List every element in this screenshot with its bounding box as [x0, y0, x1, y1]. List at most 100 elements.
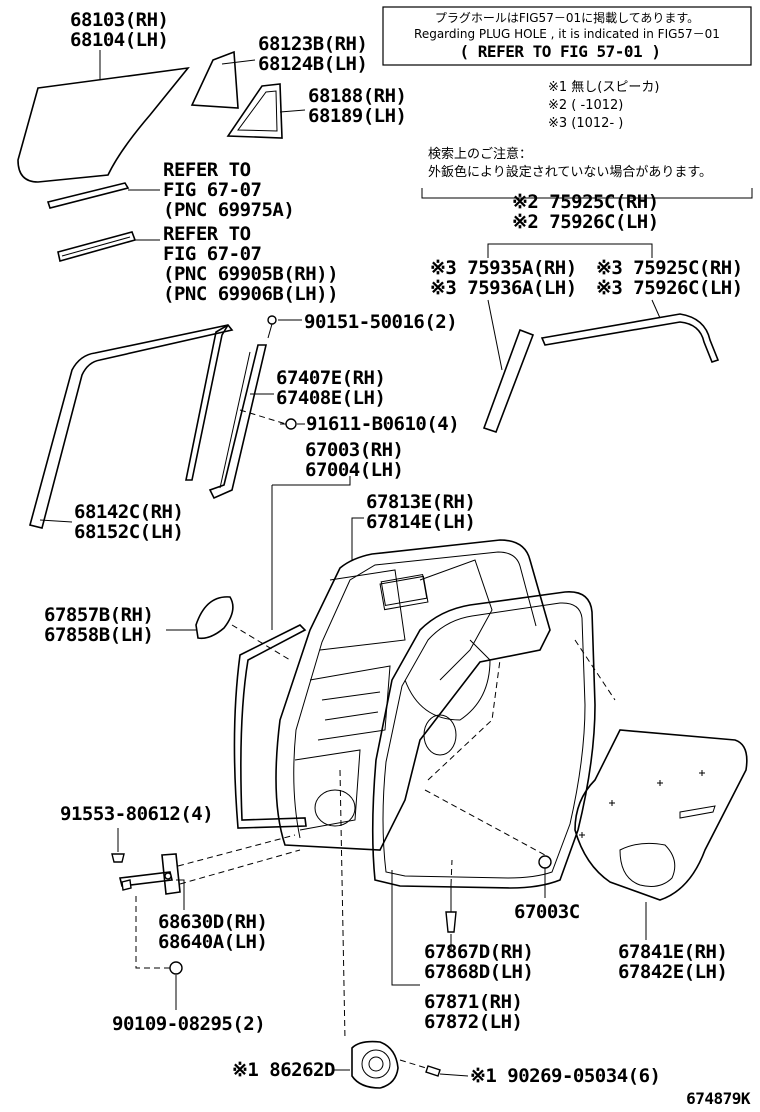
label-67004: 67004(LH): [305, 459, 403, 481]
footnote-1: ※1 無し(スピーカ): [548, 80, 659, 95]
label-ref1-a: REFER TO: [163, 159, 251, 181]
footnote-2: ※2 ( -1012): [548, 98, 623, 113]
label-68189: 68189(LH): [308, 105, 406, 127]
notice-line-2: Regarding PLUG HOLE , it is indicated in…: [414, 27, 720, 41]
label-68123b: 68123B(RH): [258, 33, 367, 55]
leader-67813e: [351, 517, 364, 560]
label-ref1-c: (PNC 69975A): [163, 199, 294, 221]
notice-line-3: ( REFER TO FIG 57-01 ): [460, 42, 661, 61]
dash-hole-cover: [231, 624, 291, 661]
search-note-line-2: 外鈑色により設定されていない場合があります。: [428, 164, 712, 180]
pillar-garnish: [482, 328, 535, 434]
label-67858b: 67858B(LH): [44, 624, 153, 646]
label-68104: 68104(LH): [70, 29, 168, 51]
leader-90269: [439, 1073, 469, 1077]
notice-box: [382, 6, 752, 66]
label-91611: 91611-B0610(4): [306, 413, 459, 435]
label-67003c: 67003C: [514, 901, 580, 923]
label-ref1-b: FIG 67-07: [163, 179, 262, 201]
leader-68142c: [39, 519, 73, 523]
speaker-86262d: [351, 1040, 399, 1089]
leader-68123b: [221, 59, 256, 65]
dash-check-3: [135, 896, 170, 969]
label-67857b: 67857B(RH): [44, 604, 153, 626]
label-91553: 91553-80612(4): [60, 803, 213, 825]
figure-id: 674879K: [686, 1089, 751, 1108]
leader-68188: [279, 109, 306, 113]
dash-67867: [450, 859, 453, 886]
belt-moulding-outer: [46, 182, 130, 209]
label-68188: 68188(RH): [308, 85, 406, 107]
label-75925c-r: ※3 75925C(RH): [596, 257, 743, 279]
door-check: [119, 853, 181, 895]
bracket-75925c-top: [421, 188, 753, 199]
label-75925c-top: ※2 75925C(RH): [512, 191, 659, 213]
leader-67871: [391, 870, 420, 986]
label-ref2-b: FIG 67-07: [163, 243, 262, 265]
rear-lower-sash-channel: [208, 344, 268, 500]
label-ref2-a: REFER TO: [163, 223, 251, 245]
label-67842e: 67842E(LH): [618, 961, 727, 983]
dash-67003c: [424, 789, 546, 856]
leader-68630d: [176, 879, 185, 910]
label-67813e: 67813E(RH): [366, 491, 475, 513]
label-75926c-r: ※3 75926C(LH): [596, 277, 743, 299]
label-67003: 67003(RH): [305, 439, 403, 461]
notice-line-1: プラグホールはFIG57－01に掲載してあります。: [435, 10, 699, 25]
footnote-3: ※3 (1012- ): [548, 116, 623, 131]
label-68152c: 68152C(LH): [74, 521, 183, 543]
label-67872: 67872(LH): [424, 1011, 522, 1033]
label-68640a: 68640A(LH): [158, 931, 267, 953]
bolt-91611: [280, 418, 297, 430]
label-67867d: 67867D(RH): [424, 941, 533, 963]
bolt-91553: [111, 853, 125, 863]
label-75936a: ※3 75936A(LH): [430, 277, 577, 299]
dash-check-2: [179, 849, 301, 885]
bolt-90109: [169, 961, 183, 975]
screw-90151: [267, 315, 277, 339]
frame-moulding: [540, 313, 720, 363]
label-68630d: 68630D(RH): [158, 911, 267, 933]
label-67407e: 67407E(RH): [276, 367, 385, 389]
label-67841e: 67841E(RH): [618, 941, 727, 963]
label-86262d: ※1 86262D: [232, 1059, 335, 1081]
window-frame-garnish: [379, 575, 429, 611]
label-68103: 68103(RH): [70, 9, 168, 31]
door-shell: [275, 539, 551, 851]
label-68142c: 68142C(RH): [74, 501, 183, 523]
label-90269: ※1 90269-05034(6): [470, 1065, 660, 1087]
screw-90269: [425, 1065, 441, 1077]
door-outer-panel: [233, 624, 307, 829]
rear-door-glass: [17, 66, 190, 183]
label-75926c-top: ※2 75926C(LH): [512, 211, 659, 233]
dash-check-1: [177, 834, 296, 867]
label-ref2-c: (PNC 69905B(RH)): [163, 263, 338, 285]
quarter-glass: [190, 50, 239, 109]
service-hole-cover: [195, 596, 234, 640]
bracket-75935: [487, 243, 653, 258]
dash-trim: [574, 639, 616, 701]
label-90109: 90109-08295(2): [112, 1013, 265, 1035]
door-trim-board: [574, 729, 748, 901]
clip-67003c: [538, 855, 552, 869]
dash-panel-1: [427, 659, 501, 781]
label-ref2-d: (PNC 69906B(LH)): [163, 283, 338, 305]
label-75935a: ※3 75935A(RH): [430, 257, 577, 279]
leader-75925c-r: [651, 299, 661, 319]
label-67408e: 67408E(LH): [276, 387, 385, 409]
label-67868d: 67868D(LH): [424, 961, 533, 983]
clip-67867: [445, 885, 457, 933]
label-67814e: 67814E(LH): [366, 511, 475, 533]
label-67871: 67871(RH): [424, 991, 522, 1013]
search-note-line-1: 検索上のご注意：: [428, 146, 532, 162]
leader-75935a: [487, 299, 503, 371]
label-68124b: 68124B(LH): [258, 53, 367, 75]
dash-91611: [239, 409, 287, 425]
door-weatherstrip: [371, 591, 596, 889]
label-90151: 90151-50016(2): [304, 311, 457, 333]
belt-moulding-inner: [57, 231, 137, 262]
quarter-window-seal: [226, 83, 283, 139]
dash-90269: [399, 1059, 427, 1069]
